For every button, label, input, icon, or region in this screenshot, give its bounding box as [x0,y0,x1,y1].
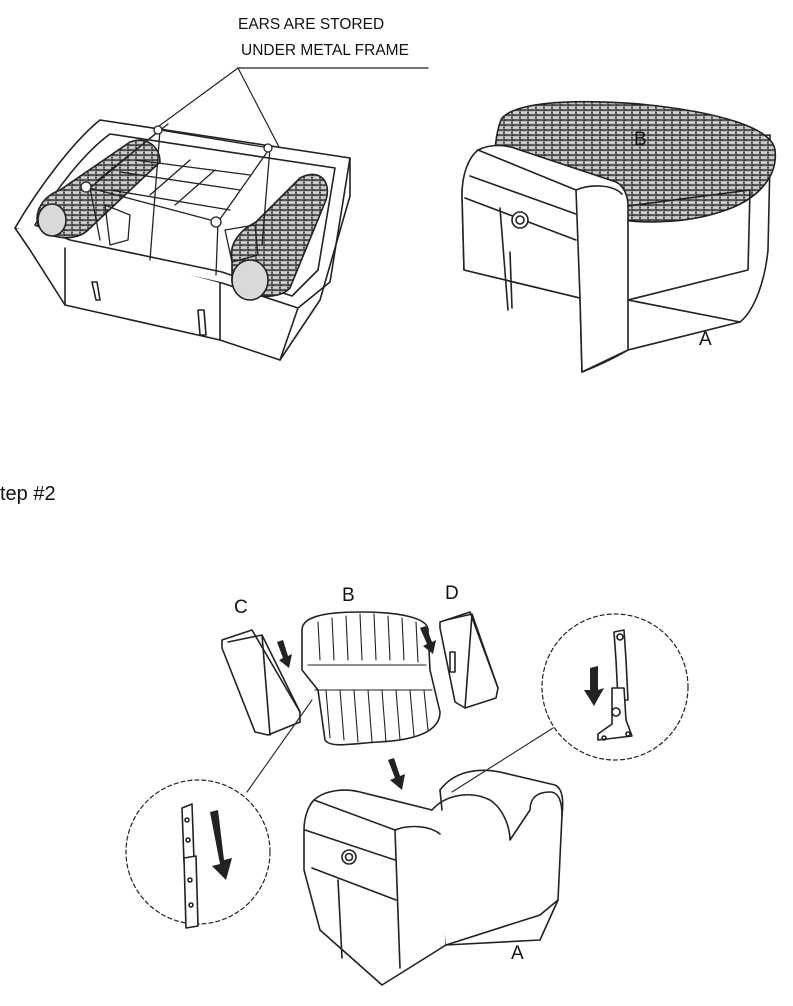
base-with-seat-drawing [461,100,777,373]
back-assembly-drawing [125,611,689,986]
label-base-a-top: A [699,329,712,350]
label-back-b: B [342,585,355,606]
label-left-ear-c: C [234,597,248,618]
label-base-a-bottom: A [511,943,524,964]
bracket-arrow-icon-2 [584,666,604,706]
back-cushion-b [301,611,441,746]
bracket-arrow-icon [210,810,232,880]
metal-frame [80,123,273,276]
note-line-2: UNDER METAL FRAME [241,42,409,59]
note-line-1: EARS ARE STORED [238,16,385,33]
bracket-detail-left [125,779,271,929]
inverted-base-drawing [14,67,429,361]
down-arrows [277,626,436,790]
label-seat-b: B [634,129,647,150]
step-heading: tep #2 [0,483,56,505]
left-ear-c [221,629,301,736]
bracket-detail-right [541,613,689,761]
label-right-ear-d: D [445,583,459,604]
